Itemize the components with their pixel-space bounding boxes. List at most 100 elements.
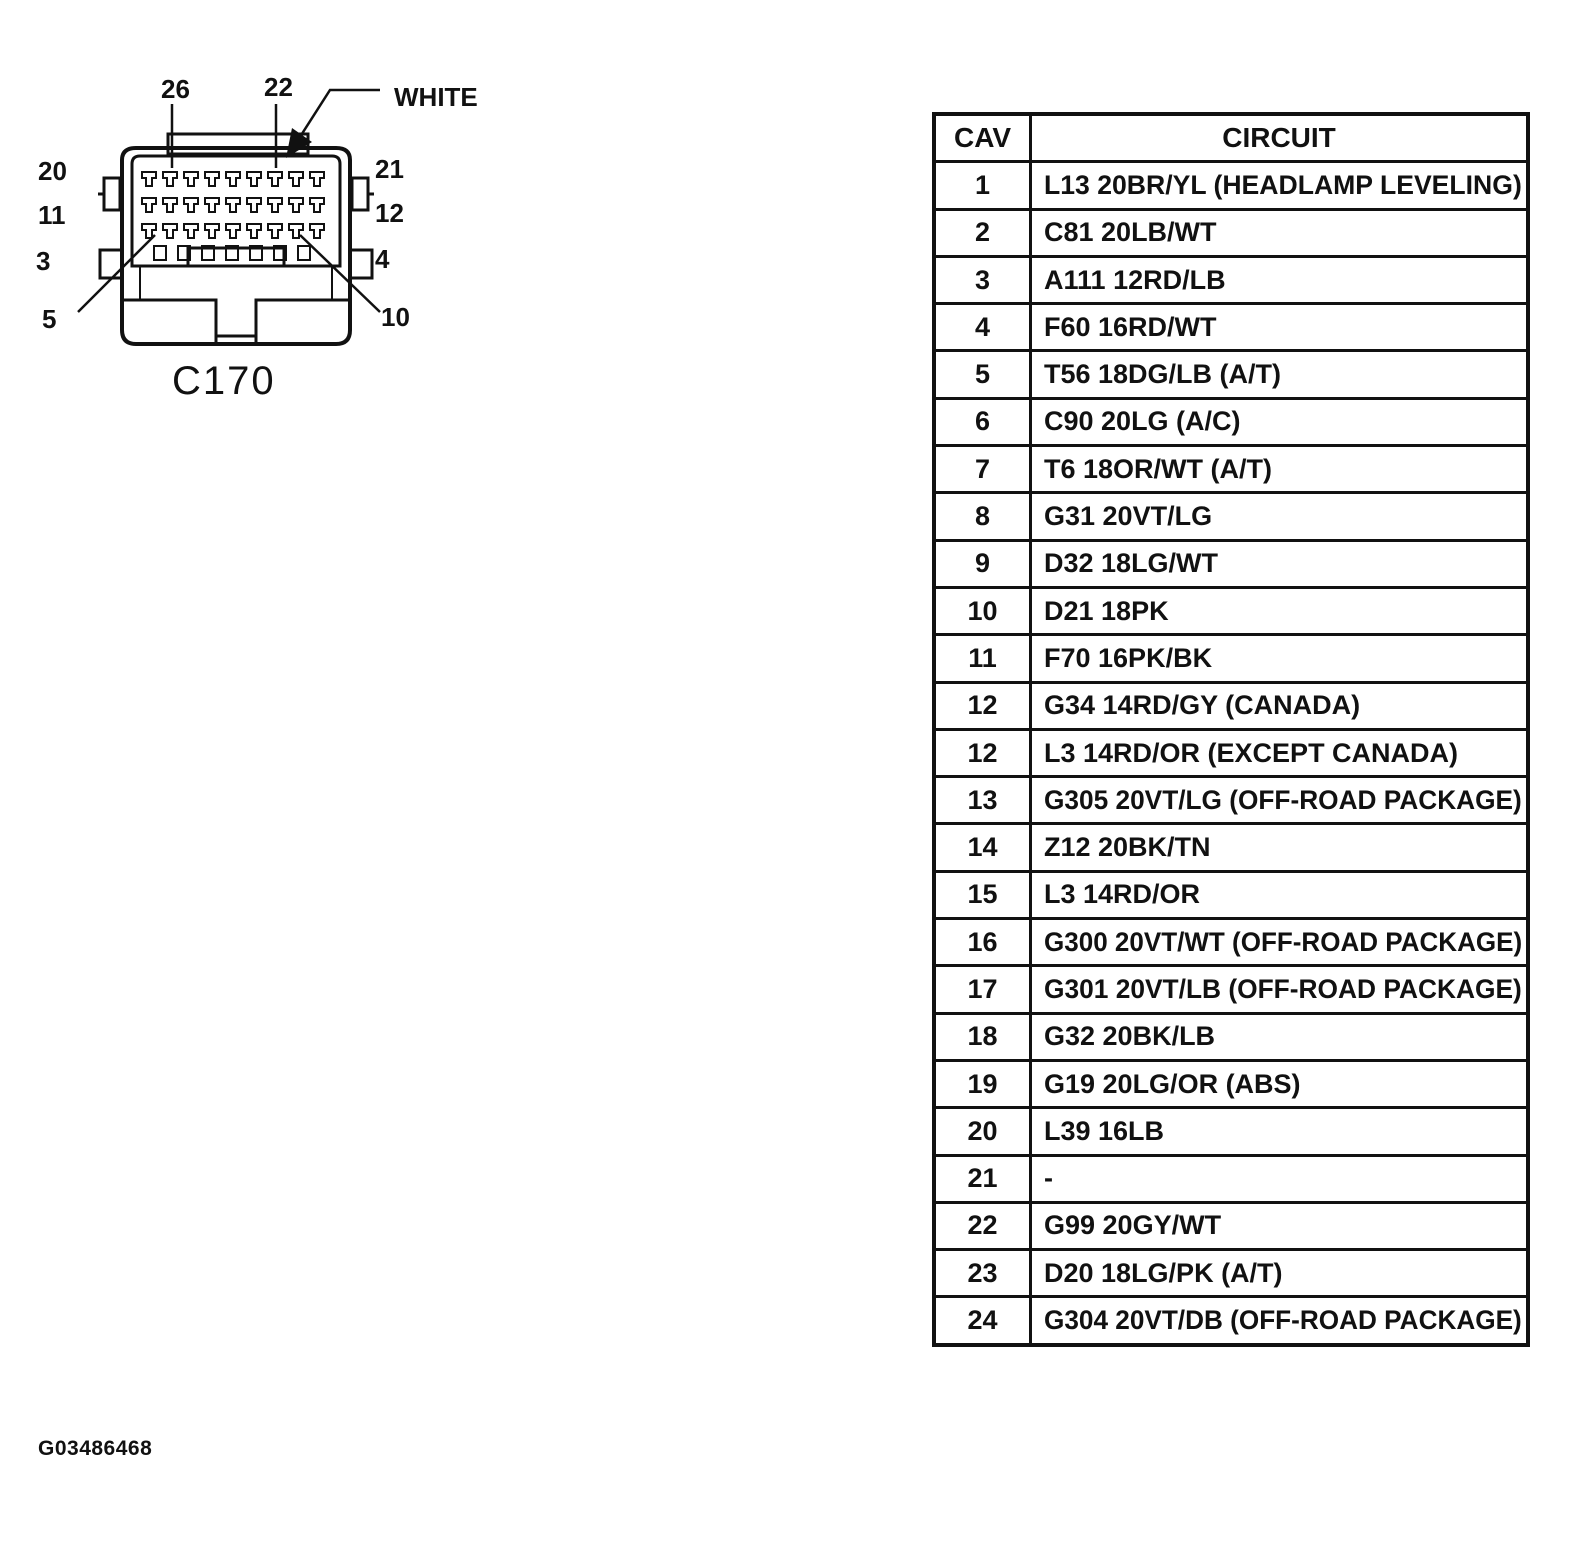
cavity bbox=[204, 171, 220, 187]
cav-cell: 7 bbox=[932, 444, 1032, 495]
cavity bbox=[309, 171, 325, 187]
circuit-cell: G300 20VT/WT (OFF-ROAD PACKAGE) bbox=[1029, 917, 1530, 968]
cavity bbox=[309, 223, 325, 239]
cavity bbox=[246, 223, 262, 239]
header-circuit: CIRCUIT bbox=[1029, 112, 1530, 164]
cavity bbox=[141, 223, 157, 239]
pin-label-20: 20 bbox=[38, 156, 67, 186]
cavity bbox=[141, 171, 157, 187]
cavity bbox=[177, 245, 191, 261]
cavity bbox=[288, 197, 304, 213]
cavity bbox=[288, 223, 304, 239]
circuit-cell: G304 20VT/DB (OFF-ROAD PACKAGE) bbox=[1029, 1295, 1530, 1347]
cavity bbox=[141, 197, 157, 213]
connector-cavities bbox=[141, 171, 325, 261]
pin-label-3: 3 bbox=[36, 246, 50, 276]
cav-cell: 3 bbox=[932, 254, 1032, 306]
cavity bbox=[225, 171, 241, 187]
circuit-cell: D21 18PK bbox=[1029, 585, 1530, 637]
cavity bbox=[267, 223, 283, 239]
circuit-cell: G305 20VT/LG (OFF-ROAD PACKAGE) bbox=[1029, 775, 1530, 826]
pin-label-22: 22 bbox=[264, 72, 293, 102]
circuit-cell: T56 18DG/LB (A/T) bbox=[1029, 349, 1530, 400]
pin-label-4: 4 bbox=[375, 244, 390, 274]
circuit-cell: F60 16RD/WT bbox=[1029, 302, 1530, 353]
cav-cell: 6 bbox=[932, 396, 1032, 448]
cavity bbox=[249, 245, 263, 261]
cavity bbox=[204, 197, 220, 213]
cavity bbox=[288, 171, 304, 187]
circuit-cell: - bbox=[1029, 1153, 1530, 1204]
connector-diagram: 26 22 20 21 11 12 3 4 5 10 WHITE C170 bbox=[36, 72, 478, 403]
cav-cell: 23 bbox=[932, 1248, 1032, 1299]
cavity bbox=[183, 171, 199, 187]
circuit-cell: G99 20GY/WT bbox=[1029, 1200, 1530, 1252]
pin-label-11: 11 bbox=[38, 200, 66, 230]
cav-cell: 15 bbox=[932, 869, 1032, 921]
cav-cell: 14 bbox=[932, 822, 1032, 873]
connector-body bbox=[98, 132, 374, 346]
cavity bbox=[267, 197, 283, 213]
leader-lines bbox=[77, 88, 381, 313]
cav-cell: 21 bbox=[932, 1153, 1032, 1204]
connector-name: C170 bbox=[172, 359, 276, 403]
cav-cell: 9 bbox=[932, 538, 1032, 589]
cavity bbox=[297, 245, 311, 261]
cavity bbox=[183, 223, 199, 239]
circuit-cell: D20 18LG/PK (A/T) bbox=[1029, 1248, 1530, 1299]
circuit-cell: L3 14RD/OR bbox=[1029, 869, 1530, 921]
circuit-cell: T6 18OR/WT (A/T) bbox=[1029, 444, 1530, 495]
cav-cell: 2 bbox=[932, 207, 1032, 258]
cav-cell: 17 bbox=[932, 964, 1032, 1015]
circuit-cell: G31 20VT/LG bbox=[1029, 491, 1530, 542]
pin-label-10: 10 bbox=[381, 302, 410, 332]
cav-cell: 11 bbox=[932, 633, 1032, 684]
cavity bbox=[204, 223, 220, 239]
cavity bbox=[183, 197, 199, 213]
circuit-cell: L39 16LB bbox=[1029, 1106, 1530, 1157]
circuit-cell: L3 14RD/OR (EXCEPT CANADA) bbox=[1029, 727, 1530, 779]
cavity bbox=[153, 245, 167, 261]
cavity bbox=[162, 223, 178, 239]
color-label: WHITE bbox=[394, 82, 478, 112]
cavity bbox=[162, 171, 178, 187]
circuit-cell: Z12 20BK/TN bbox=[1029, 822, 1530, 873]
table-row: 21- bbox=[932, 1153, 1530, 1204]
pin-label-26: 26 bbox=[161, 74, 190, 104]
cav-cell: 12 bbox=[932, 680, 1032, 731]
pin-label-5: 5 bbox=[42, 304, 56, 334]
cavity bbox=[162, 197, 178, 213]
cav-cell: 5 bbox=[932, 349, 1032, 400]
pin-label-21: 21 bbox=[375, 154, 404, 184]
cavity bbox=[246, 197, 262, 213]
circuit-cell: C81 20LB/WT bbox=[1029, 207, 1530, 258]
cavity bbox=[225, 197, 241, 213]
cav-cell: 19 bbox=[932, 1058, 1032, 1110]
cavity bbox=[201, 245, 215, 261]
cav-cell: 8 bbox=[932, 491, 1032, 542]
circuit-cell: G32 20BK/LB bbox=[1029, 1011, 1530, 1062]
cav-cell: 4 bbox=[932, 302, 1032, 353]
